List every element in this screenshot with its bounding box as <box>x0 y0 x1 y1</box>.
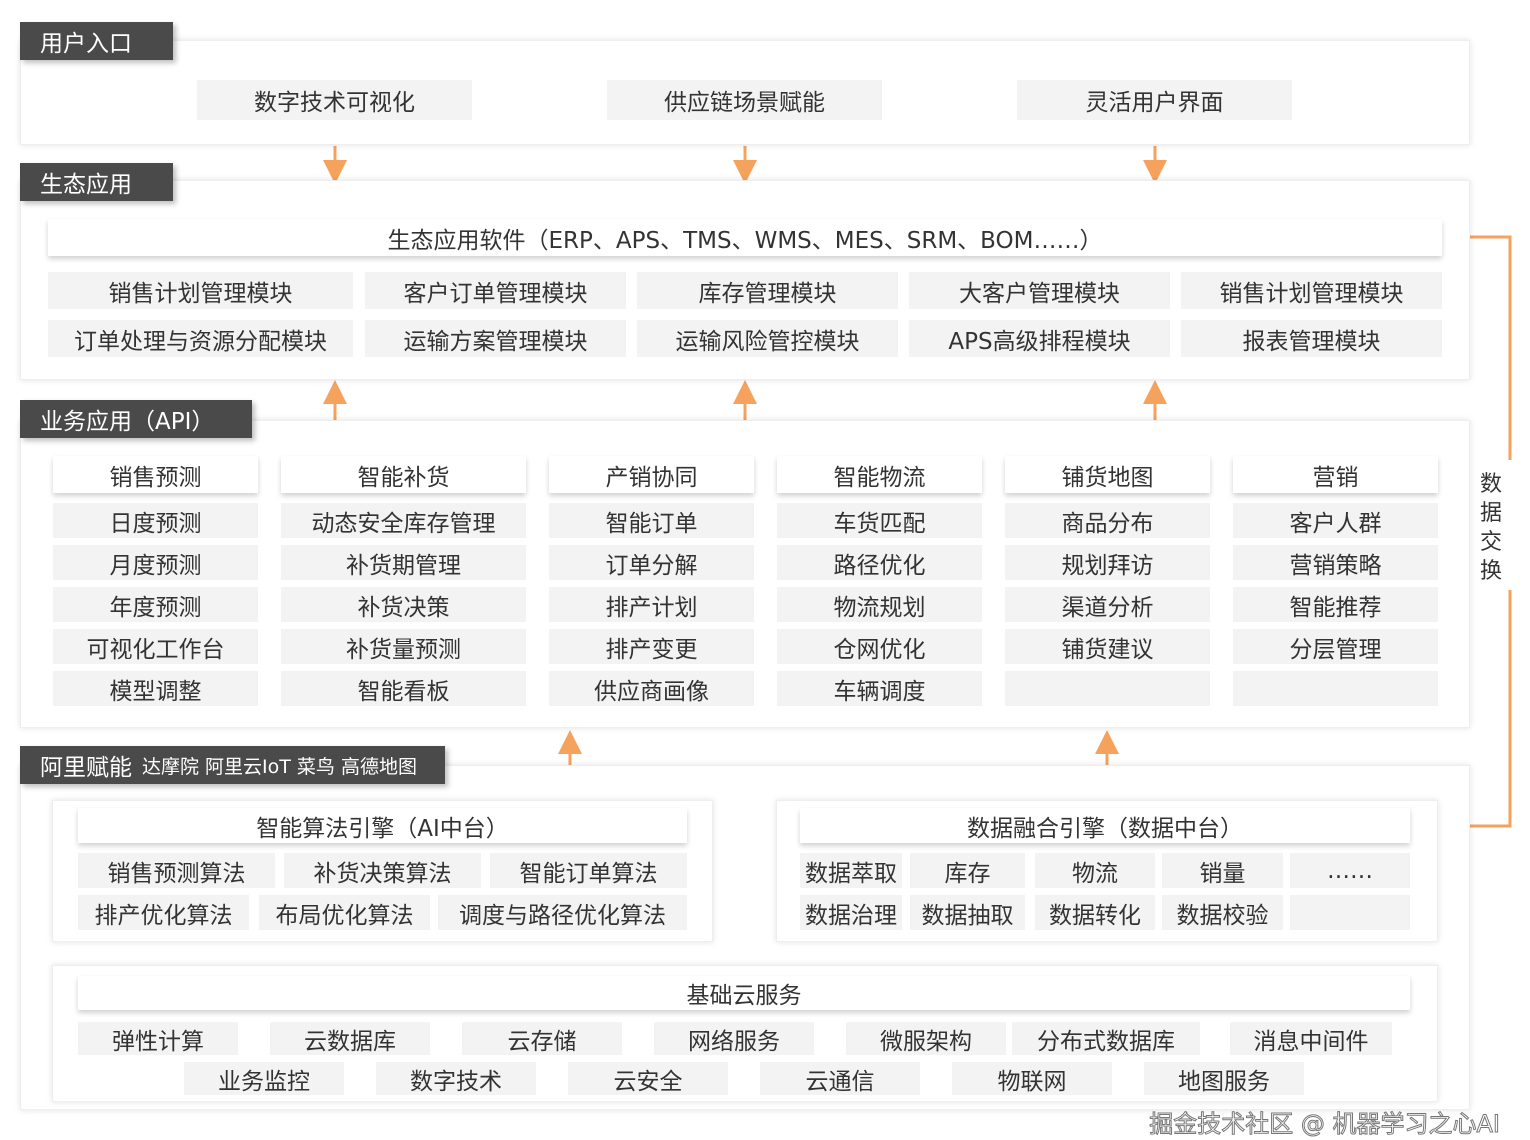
ali-label-title: 阿里赋能 <box>40 755 132 781</box>
business-item: 仓网优化 <box>777 629 982 664</box>
cloud-service-cell: 弹性计算 <box>78 1022 238 1055</box>
module-cell: 报表管理模块 <box>1181 320 1442 357</box>
business-item: 日度预测 <box>53 503 258 538</box>
cloud-service-cell: 网络服务 <box>654 1022 814 1055</box>
business-column-header: 铺货地图 <box>1005 456 1210 493</box>
business-item: 物流规划 <box>777 587 982 622</box>
business-item: 供应商画像 <box>549 671 754 706</box>
data-engine-cell: 数据校验 <box>1162 895 1283 930</box>
business-item: 智能推荐 <box>1233 587 1438 622</box>
cloud-service-cell: 分布式数据库 <box>1012 1022 1200 1055</box>
data-engine-cell: 数据抽取 <box>910 895 1025 930</box>
business-item: 补货决策 <box>281 587 526 622</box>
business-item <box>1233 671 1438 706</box>
user-entry-label: 用户入口 <box>20 22 173 60</box>
business-item: 车货匹配 <box>777 503 982 538</box>
business-item: 渠道分析 <box>1005 587 1210 622</box>
algorithm-cell: 补货决策算法 <box>284 853 481 888</box>
ai-engine-header: 智能算法引擎（AI中台） <box>78 808 687 843</box>
cloud-service-cell: 云通信 <box>760 1062 920 1095</box>
algorithm-cell: 销售预测算法 <box>78 853 275 888</box>
module-cell: 订单处理与资源分配模块 <box>48 320 353 357</box>
user-entry-item: 数字技术可视化 <box>197 80 472 120</box>
business-item <box>1005 671 1210 706</box>
business-item: 可视化工作台 <box>53 629 258 664</box>
cloud-service-cell: 微服架构 <box>846 1022 1006 1055</box>
user-entry-item: 供应链场景赋能 <box>607 80 882 120</box>
cloud-service-cell: 云存储 <box>462 1022 622 1055</box>
algorithm-cell: 布局优化算法 <box>259 895 430 930</box>
data-engine-cell: 数据萃取 <box>800 853 902 888</box>
business-item: 年度预测 <box>53 587 258 622</box>
module-cell: 客户订单管理模块 <box>365 272 626 309</box>
module-cell: APS高级排程模块 <box>909 320 1170 357</box>
ali-label: 阿里赋能达摩院 阿里云IoT 菜鸟 高德地图 <box>20 746 445 784</box>
module-cell: 运输风险管控模块 <box>637 320 898 357</box>
business-item: 智能订单 <box>549 503 754 538</box>
algorithm-cell: 智能订单算法 <box>490 853 687 888</box>
data-engine-cell <box>1290 895 1410 930</box>
data-engine-header: 数据融合引擎（数据中台） <box>800 808 1410 843</box>
data-engine-cell: 物流 <box>1035 853 1155 888</box>
cloud-service-cell: 数字技术 <box>376 1062 536 1095</box>
business-column-header: 产销协同 <box>549 456 754 493</box>
business-item: 智能看板 <box>281 671 526 706</box>
data-exchange-label: 数据交换 <box>1478 470 1504 586</box>
business-item: 补货期管理 <box>281 545 526 580</box>
business-column-header: 营销 <box>1233 456 1438 493</box>
business-item: 分层管理 <box>1233 629 1438 664</box>
cloud-service-cell: 云安全 <box>568 1062 728 1095</box>
business-item: 排产变更 <box>549 629 754 664</box>
business-item: 模型调整 <box>53 671 258 706</box>
business-item: 路径优化 <box>777 545 982 580</box>
user-entry-item: 灵活用户界面 <box>1017 80 1292 120</box>
module-cell: 销售计划管理模块 <box>1181 272 1442 309</box>
business-item: 动态安全库存管理 <box>281 503 526 538</box>
module-cell: 运输方案管理模块 <box>365 320 626 357</box>
business-column-header: 智能物流 <box>777 456 982 493</box>
business-item: 车辆调度 <box>777 671 982 706</box>
data-engine-cell: …… <box>1290 853 1410 888</box>
cloud-header: 基础云服务 <box>78 976 1410 1010</box>
business-item: 铺货建议 <box>1005 629 1210 664</box>
cloud-service-cell: 地图服务 <box>1144 1062 1304 1095</box>
cloud-service-cell: 物联网 <box>952 1062 1112 1095</box>
data-engine-cell: 销量 <box>1162 853 1283 888</box>
business-item: 营销策略 <box>1233 545 1438 580</box>
business-item: 规划拜访 <box>1005 545 1210 580</box>
algorithm-cell: 排产优化算法 <box>78 895 249 930</box>
cloud-service-cell: 业务监控 <box>184 1062 344 1095</box>
business-item: 客户人群 <box>1233 503 1438 538</box>
module-cell: 大客户管理模块 <box>909 272 1170 309</box>
business-column-header: 销售预测 <box>53 456 258 493</box>
data-engine-cell: 数据转化 <box>1035 895 1155 930</box>
business-column-header: 智能补货 <box>281 456 526 493</box>
data-engine-cell: 数据治理 <box>800 895 902 930</box>
business-item: 补货量预测 <box>281 629 526 664</box>
cloud-service-cell: 云数据库 <box>270 1022 430 1055</box>
eco-apps-label: 生态应用 <box>20 163 173 201</box>
business-item: 商品分布 <box>1005 503 1210 538</box>
module-cell: 销售计划管理模块 <box>48 272 353 309</box>
business-item: 月度预测 <box>53 545 258 580</box>
cloud-service-cell: 消息中间件 <box>1230 1022 1392 1055</box>
business-item: 订单分解 <box>549 545 754 580</box>
watermark: 掘金技术社区 @ 机器学习之心AI <box>1149 1110 1501 1139</box>
algorithm-cell: 调度与路径优化算法 <box>438 895 687 930</box>
business-apps-label: 业务应用（API） <box>20 400 252 438</box>
ali-partners: 达摩院 阿里云IoT 菜鸟 高德地图 <box>142 755 417 778</box>
module-cell: 库存管理模块 <box>637 272 898 309</box>
data-engine-cell: 库存 <box>910 853 1025 888</box>
business-item: 排产计划 <box>549 587 754 622</box>
eco-apps-header: 生态应用软件（ERP、APS、TMS、WMS、MES、SRM、BOM……） <box>48 219 1442 256</box>
